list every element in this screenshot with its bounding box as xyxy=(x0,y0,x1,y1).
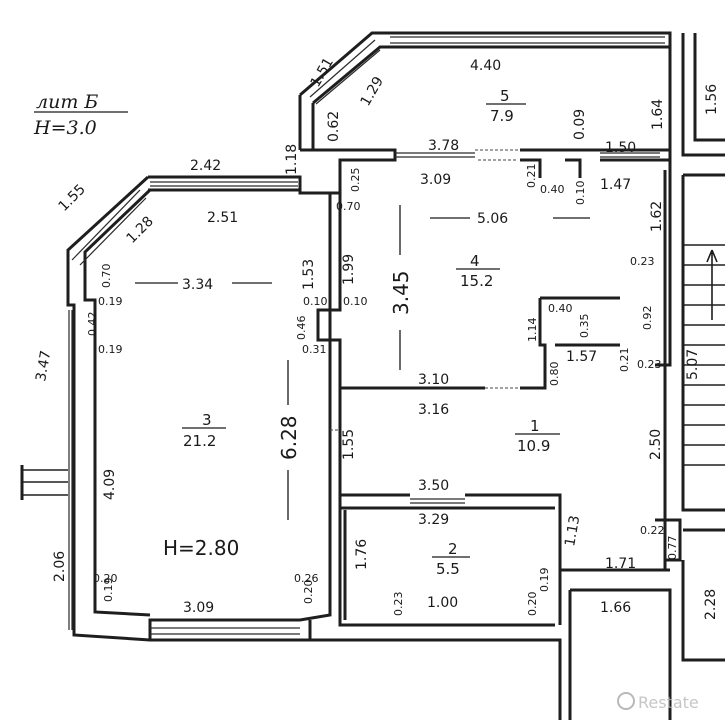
dim-0-21-mid: 0.21 xyxy=(618,348,631,373)
dim-0-19-a: 0.19 xyxy=(98,295,123,308)
dim-0-20-c: 0.20 xyxy=(526,592,539,617)
dim-1-55-left: 1.55 xyxy=(56,181,89,214)
dim-3-34: 3.34 xyxy=(182,277,213,293)
dim-1-56: 1.56 xyxy=(704,84,720,115)
dim-0-26: 0.26 xyxy=(294,572,319,585)
dim-0-23-b: 0.23 xyxy=(637,358,662,371)
dim-0-46: 0.46 xyxy=(295,316,308,341)
room-3-area: 21.2 xyxy=(183,432,216,450)
room-3-height: H=2.80 xyxy=(163,536,239,560)
dim-0-25: 0.25 xyxy=(349,168,362,193)
dim-4-40: 4.40 xyxy=(470,58,501,74)
dim-1-55-mid: 1.55 xyxy=(341,429,357,460)
dim-0-10-a: 0.10 xyxy=(303,295,328,308)
dim-6-28: 6.28 xyxy=(277,415,301,460)
dim-0-31: 0.31 xyxy=(302,343,327,356)
dim-0-20-b: 0.20 xyxy=(302,580,315,605)
dim-5-06: 5.06 xyxy=(477,211,508,227)
dim-0-10-top: 0.10 xyxy=(574,181,587,206)
room-1-area: 10.9 xyxy=(517,437,550,455)
dim-0-09: 0.09 xyxy=(572,109,588,140)
dim-0-21-top: 0.21 xyxy=(525,164,538,189)
room-4-number: 4 xyxy=(470,252,480,270)
dimension-lines xyxy=(135,205,590,520)
dim-3-09-bottom: 3.09 xyxy=(183,600,214,616)
dim-2-50: 2.50 xyxy=(648,429,664,460)
height-label: H=3.0 xyxy=(33,117,97,139)
dim-1-64: 1.64 xyxy=(650,99,666,130)
dim-1-18: 1.18 xyxy=(284,144,300,175)
dim-0-23-a: 0.23 xyxy=(630,255,655,268)
dim-0-22: 0.22 xyxy=(640,524,665,537)
dim-0-77: 0.77 xyxy=(666,536,679,561)
dim-2-42: 2.42 xyxy=(190,158,221,174)
dim-0-19-b: 0.19 xyxy=(98,343,123,356)
dim-0-20-a: 0.20 xyxy=(93,572,118,585)
dim-1-00: 1.00 xyxy=(427,595,458,611)
room-1-number: 1 xyxy=(530,417,540,435)
dim-3-78: 3.78 xyxy=(428,138,459,154)
dim-0-40-top: 0.40 xyxy=(540,183,565,196)
dim-2-28: 2.28 xyxy=(703,589,719,620)
dim-1-14: 1.14 xyxy=(526,318,539,343)
dim-0-70-left: 0.70 xyxy=(100,264,113,289)
room-2-area: 5.5 xyxy=(436,560,460,578)
dim-0-40-mid: 0.40 xyxy=(548,302,573,315)
dim-1-99: 1.99 xyxy=(341,254,357,285)
dim-0-62: 0.62 xyxy=(326,111,342,142)
dim-3-47: 3.47 xyxy=(33,349,54,382)
dim-3-29: 3.29 xyxy=(418,512,449,528)
dim-1-71: 1.71 xyxy=(605,556,636,572)
dim-0-10-b: 0.10 xyxy=(343,295,368,308)
room-5-area: 7.9 xyxy=(490,107,514,125)
dim-3-45: 3.45 xyxy=(389,270,413,315)
dim-2-06: 2.06 xyxy=(52,551,68,582)
walls xyxy=(20,31,725,720)
watermark-logo-icon xyxy=(617,692,635,710)
dim-2-51: 2.51 xyxy=(207,210,238,226)
dim-1-76: 1.76 xyxy=(354,539,370,570)
dim-0-80: 0.80 xyxy=(548,362,561,387)
dim-4-09: 4.09 xyxy=(102,469,118,500)
room-4-area: 15.2 xyxy=(460,272,493,290)
dim-3-50: 3.50 xyxy=(418,478,449,494)
dim-0-23-c: 0.23 xyxy=(392,592,405,617)
dim-3-16: 3.16 xyxy=(418,402,449,418)
dimension-labels: 4.40 1.51 1.29 0.62 1.18 3.78 3.09 0.09 … xyxy=(33,55,720,620)
doors xyxy=(330,149,520,431)
window-hatches xyxy=(68,36,665,635)
dim-1-66: 1.66 xyxy=(600,600,631,616)
watermark: Restate xyxy=(617,692,699,712)
dim-0-35: 0.35 xyxy=(578,314,591,339)
dim-1-28: 1.28 xyxy=(124,213,157,246)
stairs xyxy=(683,244,725,466)
dim-5-07: 5.07 xyxy=(685,349,701,380)
dim-0-19-d: 0.19 xyxy=(538,568,551,593)
dim-3-09-top: 3.09 xyxy=(420,172,451,188)
dim-1-53: 1.53 xyxy=(301,259,317,290)
dim-1-62: 1.62 xyxy=(649,201,665,232)
dim-1-29: 1.29 xyxy=(358,74,387,109)
room-5-number: 5 xyxy=(500,87,510,105)
dim-1-13: 1.13 xyxy=(562,514,583,547)
room-2-number: 2 xyxy=(448,540,458,558)
dim-0-19-c: 0.19 xyxy=(102,578,115,603)
room-3-number: 3 xyxy=(202,411,212,429)
building-label: лит Б xyxy=(36,91,98,113)
dim-1-57: 1.57 xyxy=(566,349,597,365)
dim-0-42: 0.42 xyxy=(86,312,99,337)
watermark-brand: Restate xyxy=(638,693,699,712)
dim-0-70-room4: 0.70 xyxy=(336,200,361,213)
dim-1-47: 1.47 xyxy=(600,177,631,193)
dim-0-92: 0.92 xyxy=(641,306,654,331)
dim-3-10: 3.10 xyxy=(418,372,449,388)
dim-1-50: 1.50 xyxy=(605,140,636,156)
